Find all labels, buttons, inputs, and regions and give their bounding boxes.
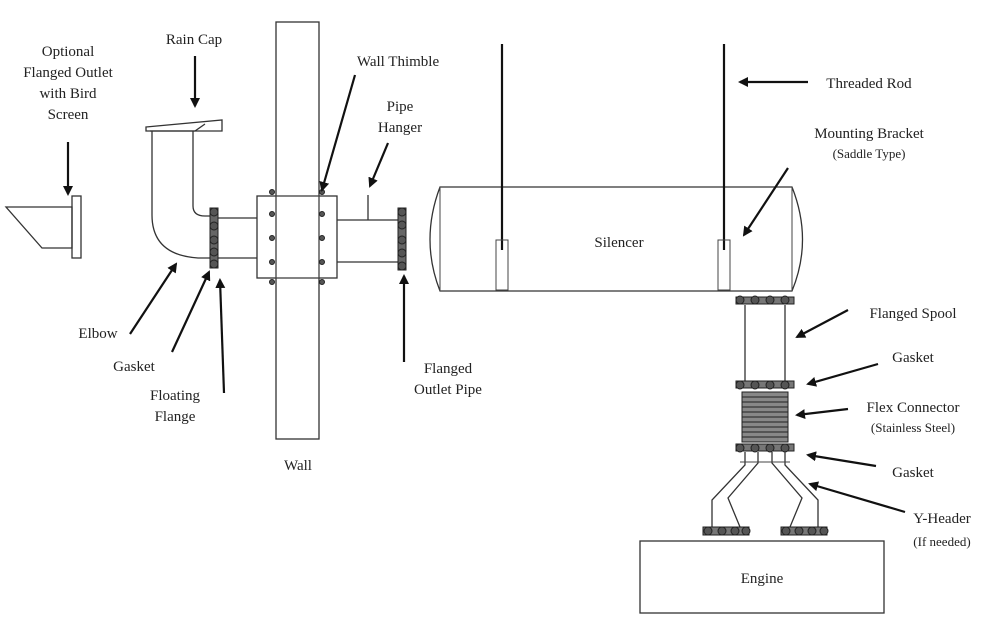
optional-flanged-outlet	[4, 195, 82, 259]
label-optional-outlet-line-3: with Bird	[39, 86, 97, 102]
label-y-header-sub: (If needed)	[913, 534, 970, 549]
label-optional-outlet-line-4: Screen	[48, 107, 89, 123]
label-threaded-rod: Threaded Rod	[826, 76, 912, 92]
label-rain-cap: Rain Cap	[166, 32, 222, 48]
label-flanged-outlet-pipe-line-2: Outlet Pipe	[414, 382, 482, 398]
leader-arrows	[63, 56, 906, 514]
label-y-header: Y-Header	[913, 511, 970, 527]
label-wall-thimble: Wall Thimble	[357, 54, 440, 70]
label-engine: Engine	[741, 571, 784, 587]
label-gasket-lower: Gasket	[892, 465, 934, 481]
label-mounting-bracket-sub: (Saddle Type)	[833, 146, 906, 161]
y-header-flanges	[702, 526, 829, 536]
elbow-pipe	[151, 131, 212, 259]
wall	[275, 21, 320, 440]
rain-cap	[145, 119, 223, 132]
label-pipe-hanger-line-1: Pipe	[387, 99, 414, 115]
label-optional-outlet-line-2: Flanged Outlet	[23, 65, 113, 81]
label-flex-connector-sub: (Stainless Steel)	[871, 420, 955, 435]
label-floating-flange-line-2: Flange	[155, 409, 196, 425]
wall-thimble	[256, 189, 338, 285]
label-mounting-bracket: Mounting Bracket	[814, 126, 924, 142]
horizontal-pipe-left	[216, 217, 257, 259]
mounting-brackets	[495, 239, 731, 291]
gasket-upper	[735, 380, 795, 390]
flanged-spool	[735, 295, 795, 381]
label-flanged-outlet-pipe-line-1: Flanged	[424, 361, 473, 377]
label-flanged-spool: Flanged Spool	[869, 306, 956, 322]
outlet-flange	[397, 207, 407, 271]
label-floating-flange-line-1: Floating	[150, 388, 201, 404]
flanged-outlet-pipe	[337, 219, 400, 263]
text-labels: Optional Flanged Outlet with Bird Screen…	[23, 32, 971, 587]
flex-connector	[741, 391, 789, 443]
label-silencer: Silencer	[594, 235, 643, 251]
label-gasket-upper: Gasket	[892, 350, 934, 366]
label-flex-connector: Flex Connector	[867, 400, 960, 416]
gasket-lower	[735, 443, 795, 453]
threaded-rods	[500, 44, 726, 250]
y-header	[711, 452, 819, 528]
engine-box	[639, 540, 885, 614]
silencer	[429, 186, 804, 292]
label-pipe-hanger-line-2: Hanger	[378, 120, 422, 136]
label-gasket-left: Gasket	[113, 359, 155, 375]
floating-flange	[209, 207, 219, 269]
label-elbow: Elbow	[78, 326, 117, 342]
label-optional-outlet-line-1: Optional	[42, 44, 95, 60]
label-wall: Wall	[284, 458, 312, 474]
